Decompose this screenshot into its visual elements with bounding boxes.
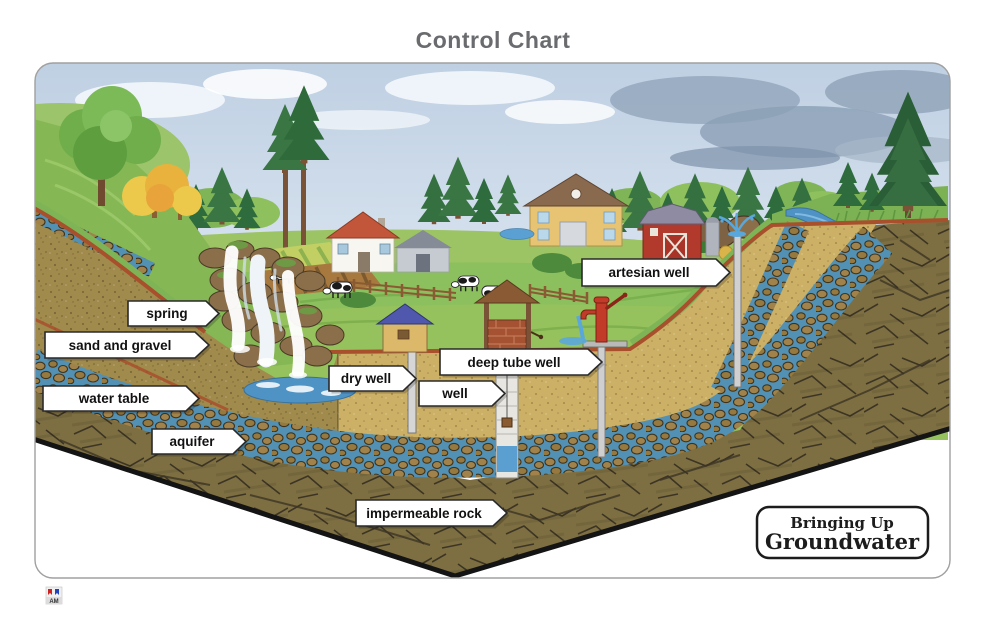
label-sand-and-gravel: sand and gravel	[44, 331, 212, 361]
svg-text:deep tube well: deep tube well	[467, 355, 560, 370]
watermark-text: AM	[49, 599, 58, 605]
section-cut-edge	[35, 425, 950, 578]
label-impermeable-rock: impermeable rock	[355, 499, 510, 529]
red-barn	[638, 203, 744, 263]
well-roof	[473, 279, 541, 304]
label-water-table: water table	[42, 385, 202, 414]
spruce-tree	[869, 91, 947, 218]
deciduous-tree	[59, 86, 161, 206]
svg-text:impermeable rock: impermeable rock	[366, 506, 482, 521]
autumn-trees	[122, 164, 202, 220]
waterfall-spring	[198, 240, 357, 404]
publisher-watermark-icon: AM	[45, 586, 63, 605]
brand-line1: Bringing Up	[790, 514, 894, 532]
pond	[499, 228, 535, 240]
artesian-well-pipe	[718, 212, 756, 388]
brand-line2: Groundwater	[765, 529, 920, 554]
page-title: Control Chart	[416, 27, 571, 53]
svg-text:water table: water table	[78, 391, 150, 406]
pump-handle	[605, 293, 627, 310]
label-spring: spring	[127, 300, 222, 329]
svg-text:spring: spring	[146, 306, 187, 321]
hand-pump-deep-tube-well	[559, 292, 628, 458]
callout-labels: spring sand and gravel water table aquif…	[42, 258, 733, 529]
svg-text:artesian well: artesian well	[608, 265, 689, 280]
pump-water-stream	[576, 315, 585, 340]
card-border	[34, 62, 951, 579]
label-deep-tube-well: deep tube well	[439, 348, 605, 378]
svg-text:aquifer: aquifer	[169, 434, 215, 449]
well-bucket	[501, 417, 513, 428]
hut	[375, 303, 435, 353]
label-artesian-well: artesian well	[581, 258, 733, 289]
cow	[450, 275, 480, 292]
cow	[322, 281, 353, 298]
label-well: well	[418, 380, 508, 409]
well-water	[497, 446, 517, 472]
farmhouse-white	[325, 211, 401, 273]
gray-shed	[394, 230, 452, 273]
silo	[705, 221, 720, 257]
brand-box: Bringing Up Groundwater	[755, 505, 930, 560]
label-aquifer: aquifer	[151, 428, 249, 457]
aquifer-band	[35, 226, 893, 478]
farmhouse-yellow	[522, 173, 630, 247]
label-dry-well: dry well	[328, 365, 419, 394]
tall-pines	[262, 85, 330, 250]
svg-text:well: well	[441, 386, 468, 401]
artesian-spray	[718, 212, 756, 232]
svg-text:dry well: dry well	[341, 371, 391, 386]
svg-text:sand and gravel: sand and gravel	[69, 338, 172, 353]
confined-aquifer-band	[711, 221, 809, 398]
pump-spout	[580, 309, 597, 320]
illustration: spring sand and gravel water table aquif…	[35, 63, 950, 578]
